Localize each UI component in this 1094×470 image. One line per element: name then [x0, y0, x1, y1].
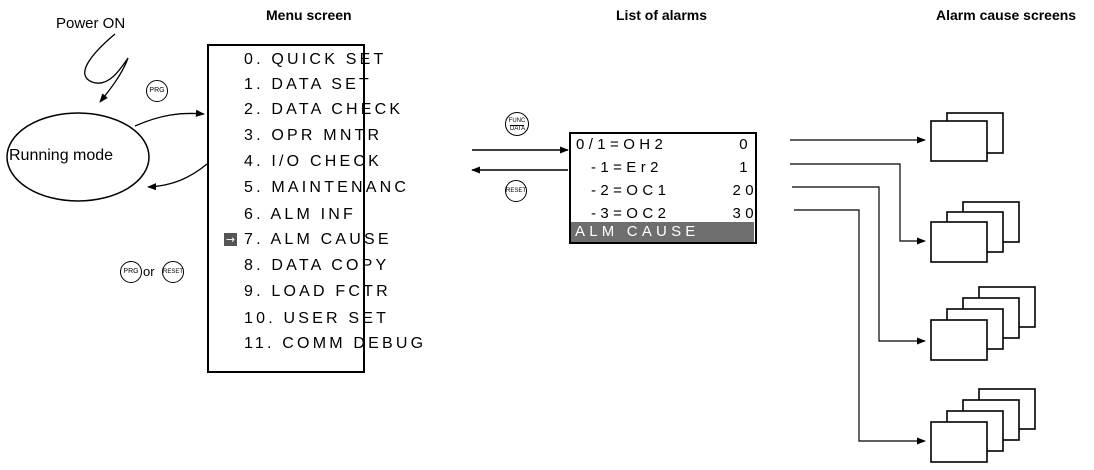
running-mode-label: Running mode — [9, 147, 114, 164]
menu-item-opr-mntr[interactable]: 3. OPR MNTR — [244, 127, 383, 144]
header-alarm-cause-screens: Alarm cause screens — [936, 7, 1077, 23]
menu-screen-box — [207, 44, 365, 373]
arrow-to-menu — [134, 109, 205, 127]
reset-button[interactable]: RESET — [505, 180, 527, 202]
func-label: FUNC — [508, 118, 526, 124]
arrow-from-menu — [147, 163, 208, 191]
cause-screen-stack-4 — [930, 388, 1036, 463]
or-label: or — [143, 264, 155, 279]
power-on-label: Power ON — [56, 15, 126, 32]
alarm-value-0: 0 — [739, 136, 752, 153]
menu-item-user-set[interactable]: 10. USER SET — [244, 310, 390, 327]
menu-item-alm-inf[interactable]: 6. ALM INF — [244, 206, 357, 223]
cause-screen-stack-1 — [930, 112, 1004, 162]
header-menu-screen: Menu screen — [266, 7, 352, 23]
menu-item-comm-debug[interactable]: 11. COMM DEBUG — [244, 335, 427, 352]
alarm-code-1: -1=Er2 — [591, 159, 663, 176]
alarm-code-3: -3=OC2 — [591, 205, 671, 222]
power-on-arrow — [84, 33, 129, 103]
alarm-status-text: ALM CAUSE — [575, 223, 700, 240]
cause-screen-stack-3 — [930, 286, 1036, 361]
reset-button-return[interactable]: RESET — [162, 261, 184, 283]
menu-item-data-copy[interactable]: 8. DATA COPY — [244, 257, 390, 274]
alarm-status-bar — [571, 222, 754, 242]
data-label: DATA — [510, 125, 526, 132]
menu-item-data-set[interactable]: 1. DATA SET — [244, 76, 372, 93]
alarm-value-1: 1 — [739, 159, 752, 176]
running-mode-ellipse — [6, 112, 150, 202]
prg-button-return[interactable]: PRG — [120, 261, 142, 283]
menu-item-maintenanc[interactable]: 5. MAINTENANC — [244, 179, 410, 196]
header-list-of-alarms: List of alarms — [616, 7, 708, 23]
menu-item-data-check[interactable]: 2. DATA CHECK — [244, 101, 404, 118]
func-data-button[interactable]: FUNC DATA — [505, 112, 529, 136]
menu-item-quick-set[interactable]: 0. QUICK SET — [244, 51, 387, 68]
prg-button[interactable]: PRG — [146, 80, 168, 102]
menu-item-load-fctr[interactable]: 9. LOAD FCTR — [244, 283, 391, 300]
menu-item-io-check[interactable]: 4. I/O CHECK — [244, 153, 382, 170]
alarm-code-2: -2=OC1 — [591, 182, 671, 199]
menu-item-alm-cause[interactable]: 7. ALM CAUSE — [244, 231, 392, 248]
alarm-value-3: 30 — [732, 205, 758, 222]
alarm-code-0: 0/1=OH2 — [576, 136, 668, 153]
alarm-value-2: 20 — [732, 182, 758, 199]
cause-screen-stack-2 — [930, 201, 1020, 263]
arrow-right-icon: → — [224, 233, 237, 246]
